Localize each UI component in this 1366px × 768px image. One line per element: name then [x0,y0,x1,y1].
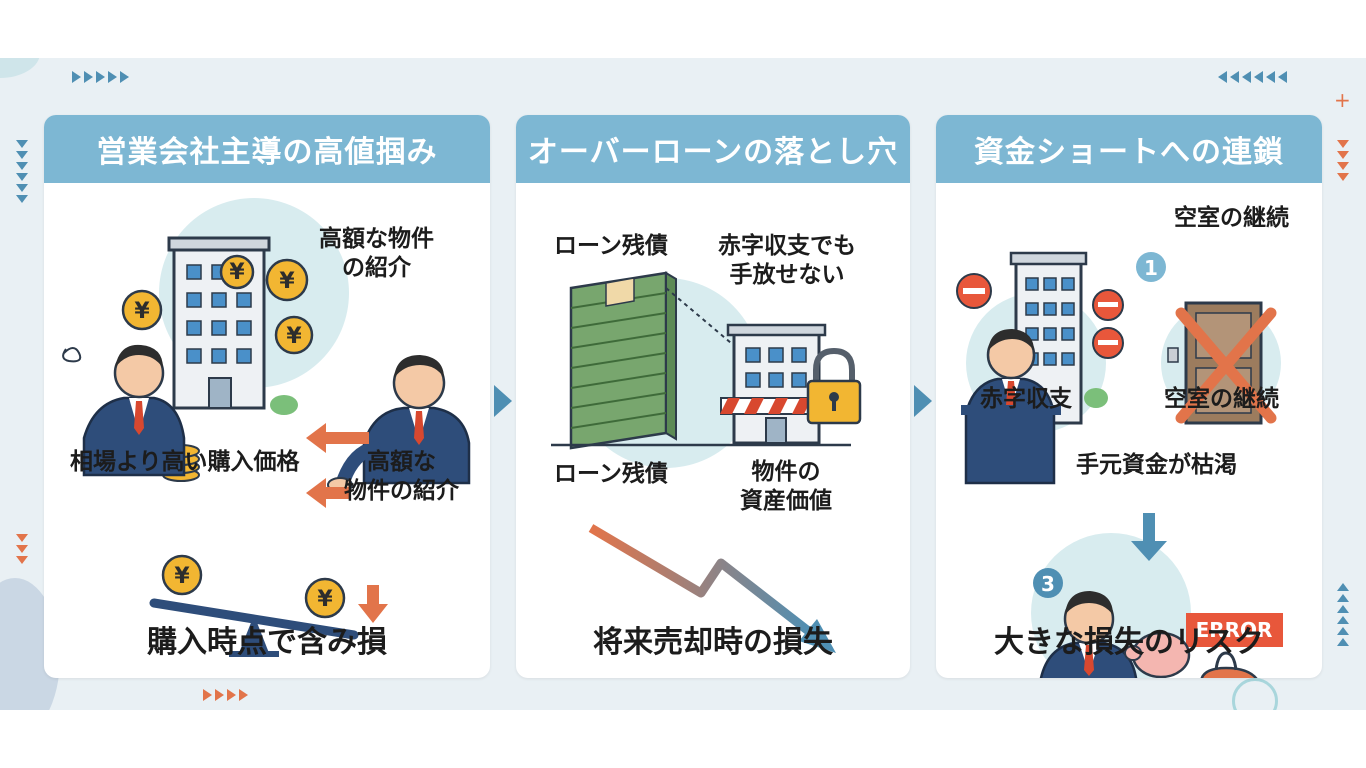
decor-plus-icon: + [1334,88,1351,112]
label-deficit-cant-sell: 赤字収支でも 手放せない [718,233,856,288]
decor-arrows-left-orange [16,534,28,567]
label-property-intro-top: 高額な物件 の紹介 [319,226,434,281]
svg-text:¥: ¥ [317,587,333,612]
panel-footer-text: 購入時点で含み損 [147,625,387,660]
svg-text:¥: ¥ [229,260,245,285]
empty-purse-icon [1200,651,1258,678]
panel-title: オーバーローンの落とし穴 [516,115,910,183]
label-step1-vacancy: 空室の継続 [1174,205,1289,231]
label-deficit-balance: 赤字収支 [980,386,1072,412]
illustration-panel1: ¥ ¥ ¥ ¥ [62,198,471,657]
svg-text:3: 3 [1041,572,1055,596]
stressed-person-figure [1039,591,1138,678]
decor-arrows-top-right [1215,68,1287,87]
label-loan-balance-bottom: ローン残債 [554,461,668,487]
decor-arrows-top-left [72,68,132,87]
illustration-panel2 [551,271,862,653]
panel-title: 営業会社主導の高値掴み [44,115,490,183]
yen-coins-icon: ¥ ¥ ¥ ¥ [121,254,314,355]
flow-arrow-1-icon [494,385,512,417]
error-badge: ERROR [1186,613,1283,647]
locked-building-icon [720,323,862,445]
panel-footer-text: 将来売却時の損失 [593,625,833,660]
worried-buyer-figure [62,344,186,477]
illustration-panel3: 1 3 [956,251,1283,678]
money-stack-icon [569,271,732,450]
piggy-bank-icon [1124,631,1191,678]
svg-text:1: 1 [1144,256,1158,280]
panel-footer-text: 大きな損失のリスク [994,625,1264,660]
svg-text:¥: ¥ [279,269,295,294]
decor-arrows-left-down [16,140,28,206]
svg-text:¥: ¥ [134,299,150,324]
flow-arrow-2-icon [914,385,932,417]
decor-circle-top-left [0,58,40,78]
svg-text:¥: ¥ [174,564,190,589]
panel-overpriced-purchase: 営業会社主導の高値掴み ¥ ¥ ¥ ¥ [44,115,490,678]
decor-ring-bottom-right [1232,678,1278,710]
minus-badges-icon [956,273,1124,359]
label-asset-value: 物件の 資産価値 [740,459,832,514]
decor-arrows-right-up [1337,583,1349,649]
label-vacancy-continues: 空室の継続 [1164,386,1279,412]
step3-badge [1033,568,1063,598]
label-step3-cash-depleted: 手元資金が枯渇 [1076,452,1237,478]
label-above-market-price: 相場より高い購入価格 [70,449,300,475]
panel-overloan-trap: オーバーローンの落とし穴 [516,115,910,678]
svg-text:¥: ¥ [286,324,302,349]
step1-badge [1136,252,1166,282]
decline-arrow-icon [588,524,836,653]
sad-owner-figure [961,329,1061,485]
seesaw-loss-icon: ¥ ¥ [149,554,388,657]
vacant-door-icon [1167,301,1277,425]
panel-title: 資金ショートへの連鎖 [936,115,1322,183]
label-loan-balance-top: ローン残債 [554,233,668,259]
panel-cash-shortage-chain: 資金ショートへの連鎖 1 3 [936,115,1322,678]
decor-arrows-bottom-orange [203,686,251,705]
pointing-arrows-icon [306,423,369,508]
decor-arrows-right-orange [1337,140,1349,184]
down-arrow-icon [1131,513,1167,561]
label-property-intro-bottom: 高額な 物件の紹介 [344,449,459,504]
svg-text:ERROR: ERROR [1196,618,1273,642]
